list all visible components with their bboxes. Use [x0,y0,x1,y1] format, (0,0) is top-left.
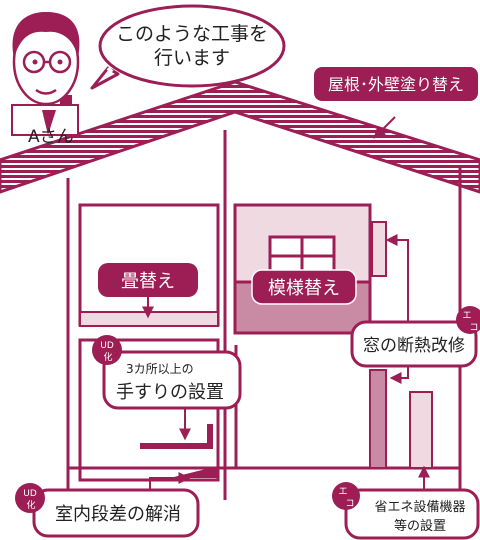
window-label-box [350,320,478,368]
renovation-label-box [251,269,357,305]
handrail-label-box [102,350,242,410]
eco-badge-window-top: エ [462,311,471,321]
tatami-label: 畳替え [121,271,175,292]
handrail-bar [140,424,213,449]
eco-badge-equipment [332,482,360,510]
person-label: Aさん [28,127,74,147]
ud-badge-handrail-bottom: 化 [103,351,112,363]
roof-label-box [314,67,478,101]
roof-label: 屋根･外壁塗り替え [328,75,464,94]
equipment-label-line-1: 省エネ設備機器 [374,499,465,515]
eco-badge-window-bottom: コ [469,323,478,333]
eco-badge-window [456,306,480,334]
ud-badge-step [15,483,45,513]
bubble-line-2: 行います [154,47,230,69]
eco-badge-equipment-bottom: コ [345,499,354,509]
equipment-unit [409,391,433,469]
ud-badge-step-bottom: 化 [26,499,35,511]
ud-badge-handrail-top: UD [100,341,114,351]
equipment-label-line-2: 等の設置 [394,518,446,534]
window-label: 窓の断熱改修 [363,336,465,356]
ud-badge-step-top: UD [23,489,37,499]
renovation-label: 模様替え [268,278,340,299]
side-window [371,221,387,277]
ud-badge-handrail [92,335,122,365]
handrail-label-big: 手すりの設置 [116,382,224,403]
step-label: 室内段差の解消 [55,504,181,525]
handrail-label-small: 3カ所以上の [126,362,194,376]
pointer-arrows [142,116,430,490]
step-label-box [32,488,200,538]
right-column [369,369,387,469]
bubble-line-1: このような工事を [116,23,268,45]
speech-bubble [90,66,120,90]
eco-badge-equipment-top: エ [338,487,347,497]
equipment-label-box [344,488,480,540]
person-figure [11,12,80,136]
tatami-label-box [98,263,198,297]
